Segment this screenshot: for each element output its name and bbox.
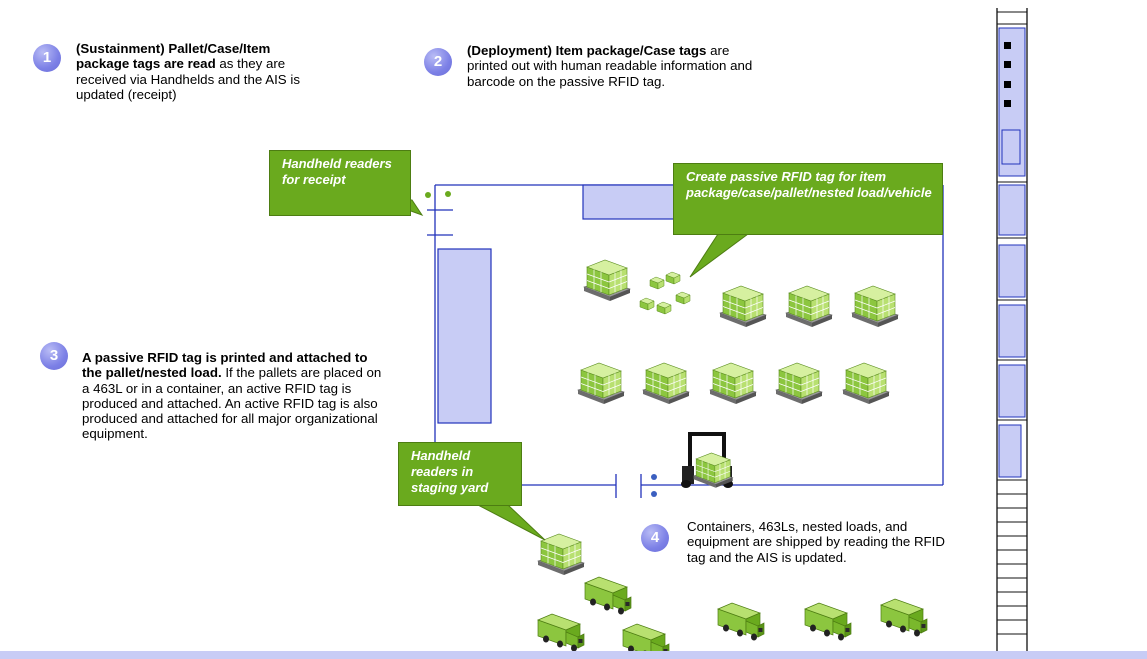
pallet-icon <box>719 285 767 328</box>
box-icon <box>665 271 681 285</box>
step-3-bold: A passive RFID tag is printed and attach… <box>82 350 368 381</box>
callout-create-tail <box>689 233 750 278</box>
step-2-body: are printed out with human readable info… <box>467 43 753 89</box>
step-1-text: (Sustainment) Pallet/Case/Item package t… <box>76 41 306 102</box>
step-4-text: Containers, 463Ls, nested loads, and equ… <box>687 519 952 565</box>
step-2-text: (Deployment) Item package/Case tags are … <box>467 43 757 89</box>
pallet-icon <box>785 285 833 328</box>
truck-icon <box>537 613 585 652</box>
box-icon <box>649 276 665 290</box>
callout-handheld-receipt: Handheld readers for receipt <box>269 150 411 216</box>
forklift-icon <box>681 432 734 489</box>
step-3-badge: 3 <box>40 342 68 370</box>
truck-icon <box>804 602 852 641</box>
rfid-reader-icon <box>445 191 451 197</box>
pallet-icon <box>709 362 757 405</box>
pallet-icon <box>842 362 890 405</box>
step-4-body: Containers, 463Ls, nested loads, and equ… <box>687 519 945 565</box>
callout-staging-tail <box>477 504 546 541</box>
step-1-badge: 1 <box>33 44 61 72</box>
box-icon <box>656 301 672 315</box>
step-1-bold: (Sustainment) Pallet/Case/Item package t… <box>76 41 271 72</box>
step-2-badge: 2 <box>424 48 452 76</box>
callout-create-tag: Create passive RFID tag for item package… <box>673 163 943 235</box>
receiving-area <box>437 248 492 424</box>
pallet-icon <box>583 259 631 302</box>
step-3-body: If the pallets are placed on a 463L or i… <box>82 365 382 442</box>
box-icon <box>675 291 691 305</box>
rfid-reader-icon <box>651 491 657 497</box>
truck-icon <box>880 598 928 637</box>
callout-handheld-staging: Handheld readers in staging yard <box>398 442 522 506</box>
pallet-icon <box>642 362 690 405</box>
box-icon <box>639 297 655 311</box>
bottom-band <box>0 651 1147 659</box>
pallet-icon <box>851 285 899 328</box>
step-1-body: as they are received via Handhelds and t… <box>76 56 300 102</box>
truck-icon <box>584 576 632 615</box>
rfid-reader-icon <box>651 474 657 480</box>
step-4-badge: 4 <box>641 524 669 552</box>
step-3-text: A passive RFID tag is printed and attach… <box>82 350 387 442</box>
pallet-icon <box>577 362 625 405</box>
pallet-icon <box>775 362 823 405</box>
railcar-strip <box>996 8 1028 651</box>
rfid-reader-icon <box>425 192 431 198</box>
step-2-bold: (Deployment) Item package/Case tags <box>467 43 707 58</box>
truck-icon <box>717 602 765 641</box>
